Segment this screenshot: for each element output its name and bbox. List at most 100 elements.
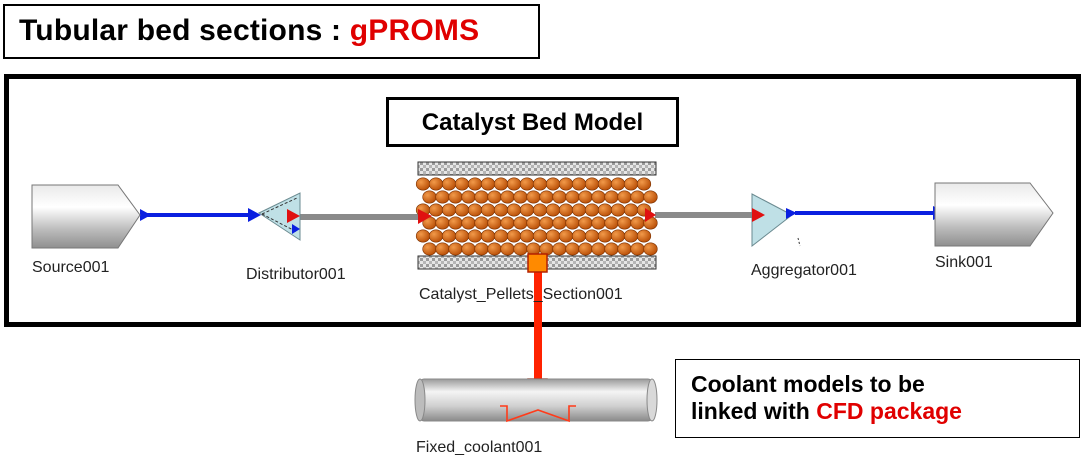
catalyst-pellet	[578, 216, 593, 230]
catalyst-bed-model-box: Catalyst Bed Model	[386, 97, 679, 147]
catalyst-pellet	[500, 242, 515, 256]
catalyst-pellet	[422, 190, 437, 204]
catalyst-pellet	[591, 216, 606, 230]
catalyst-pellet	[591, 190, 606, 204]
catalyst-pellet	[604, 190, 619, 204]
catalyst-pellet	[630, 216, 645, 230]
catalyst-pellet	[584, 203, 600, 217]
catalyst-pellet	[545, 229, 561, 243]
stream-source-distributor	[140, 208, 261, 222]
aggregator-label: Aggregator001	[751, 262, 857, 279]
catalyst-pellets	[415, 177, 658, 256]
catalyst-pellet	[428, 177, 444, 191]
catalyst-pellet	[474, 242, 489, 256]
catalyst-pellet	[415, 177, 431, 191]
catalyst-pellet	[558, 203, 574, 217]
catalyst-pellet	[461, 190, 476, 204]
catalyst-pellet	[610, 229, 626, 243]
catalyst-pellet	[565, 242, 580, 256]
catalyst-pellet	[474, 190, 489, 204]
catalyst-pellet	[441, 203, 457, 217]
catalyst-pellet	[519, 177, 535, 191]
catalyst-pellet	[500, 190, 515, 204]
coolant-note-line1: Coolant models to be	[691, 371, 925, 397]
catalyst-pellet	[545, 177, 561, 191]
coolant-note-highlight: CFD package	[816, 398, 962, 424]
title-highlight: gPROMS	[349, 14, 480, 47]
catalyst-pellet	[545, 203, 561, 217]
catalyst-pellet	[604, 242, 619, 256]
fixed-coolant-label: Fixed_coolant001	[416, 439, 543, 456]
catalyst-bed-model-label: Catalyst Bed Model	[421, 109, 644, 136]
catalyst-pellet	[597, 203, 613, 217]
catalyst-pellet	[454, 177, 470, 191]
catalyst-pellet	[467, 177, 483, 191]
sink-label: Sink001	[935, 254, 993, 271]
catalyst-pellet	[519, 203, 535, 217]
catalyst-pellet	[448, 190, 463, 204]
catalyst-pellet	[532, 203, 548, 217]
distributor-unit-icon[interactable]	[249, 192, 301, 241]
catalyst-pellet	[441, 177, 457, 191]
catalyst-pellet	[623, 177, 639, 191]
catalyst-pellet	[493, 229, 509, 243]
catalyst-pellet	[636, 177, 652, 191]
catalyst-pellet	[610, 203, 626, 217]
catalyst-pellet	[454, 229, 470, 243]
catalyst-pellet	[558, 229, 574, 243]
catalyst-pellet	[617, 242, 632, 256]
catalyst-pellet	[513, 242, 528, 256]
catalyst-pellet	[617, 190, 632, 204]
catalyst-pellet	[461, 242, 476, 256]
catalyst-pellet	[604, 216, 619, 230]
catalyst-pellet	[513, 216, 528, 230]
catalyst-pellet	[539, 190, 554, 204]
catalyst-pellet	[643, 190, 658, 204]
catalyst-pellet	[506, 203, 522, 217]
catalyst-pellet	[428, 229, 444, 243]
title-prefix: Tubular bed sections :	[19, 14, 350, 47]
catalyst-pellet	[435, 190, 450, 204]
aggregator-unit-icon[interactable]	[751, 193, 801, 248]
catalyst-pellet	[506, 177, 522, 191]
title-box: Tubular bed sections : gPROMS	[3, 4, 540, 59]
catalyst-pellet	[584, 229, 600, 243]
catalyst-bed-unit-icon[interactable]	[415, 161, 658, 270]
coolant-note-line2-prefix: linked with	[691, 398, 817, 424]
catalyst-pellet	[422, 242, 437, 256]
distributor-label: Distributor001	[246, 266, 346, 283]
catalyst-pellet	[461, 216, 476, 230]
catalyst-pellet	[506, 229, 522, 243]
catalyst-pellet	[467, 229, 483, 243]
catalyst-pellet	[578, 242, 593, 256]
catalyst-pellet	[552, 216, 567, 230]
catalyst-pellet	[643, 242, 658, 256]
catalyst-pellet	[591, 242, 606, 256]
coolant-note-box: Coolant models to be linked with CFD pac…	[675, 359, 1080, 438]
catalyst-pellet	[552, 190, 567, 204]
catalyst-pellet	[617, 216, 632, 230]
catalyst-pellet	[480, 177, 496, 191]
catalyst-pellet	[526, 216, 541, 230]
catalyst-pellet	[500, 216, 515, 230]
catalyst-pellet	[493, 203, 509, 217]
catalyst-pellet	[474, 216, 489, 230]
catalyst-pellet	[454, 203, 470, 217]
sink-unit-icon[interactable]	[934, 182, 1054, 247]
catalyst-pellet	[480, 203, 496, 217]
catalyst-pellet	[448, 216, 463, 230]
catalyst-pellet	[630, 242, 645, 256]
catalyst-pellet	[441, 229, 457, 243]
catalyst-pellet	[597, 177, 613, 191]
source-label: Source001	[32, 259, 110, 276]
catalyst-pellet	[597, 229, 613, 243]
catalyst-pellet	[526, 190, 541, 204]
catalyst-pellet	[513, 190, 528, 204]
catalyst-pellet	[493, 177, 509, 191]
fixed-coolant-unit-icon[interactable]	[414, 378, 658, 423]
coolant-link-line	[527, 253, 548, 398]
source-unit-icon[interactable]	[31, 184, 141, 249]
catalyst-pellet	[571, 177, 587, 191]
catalyst-pellet	[578, 190, 593, 204]
